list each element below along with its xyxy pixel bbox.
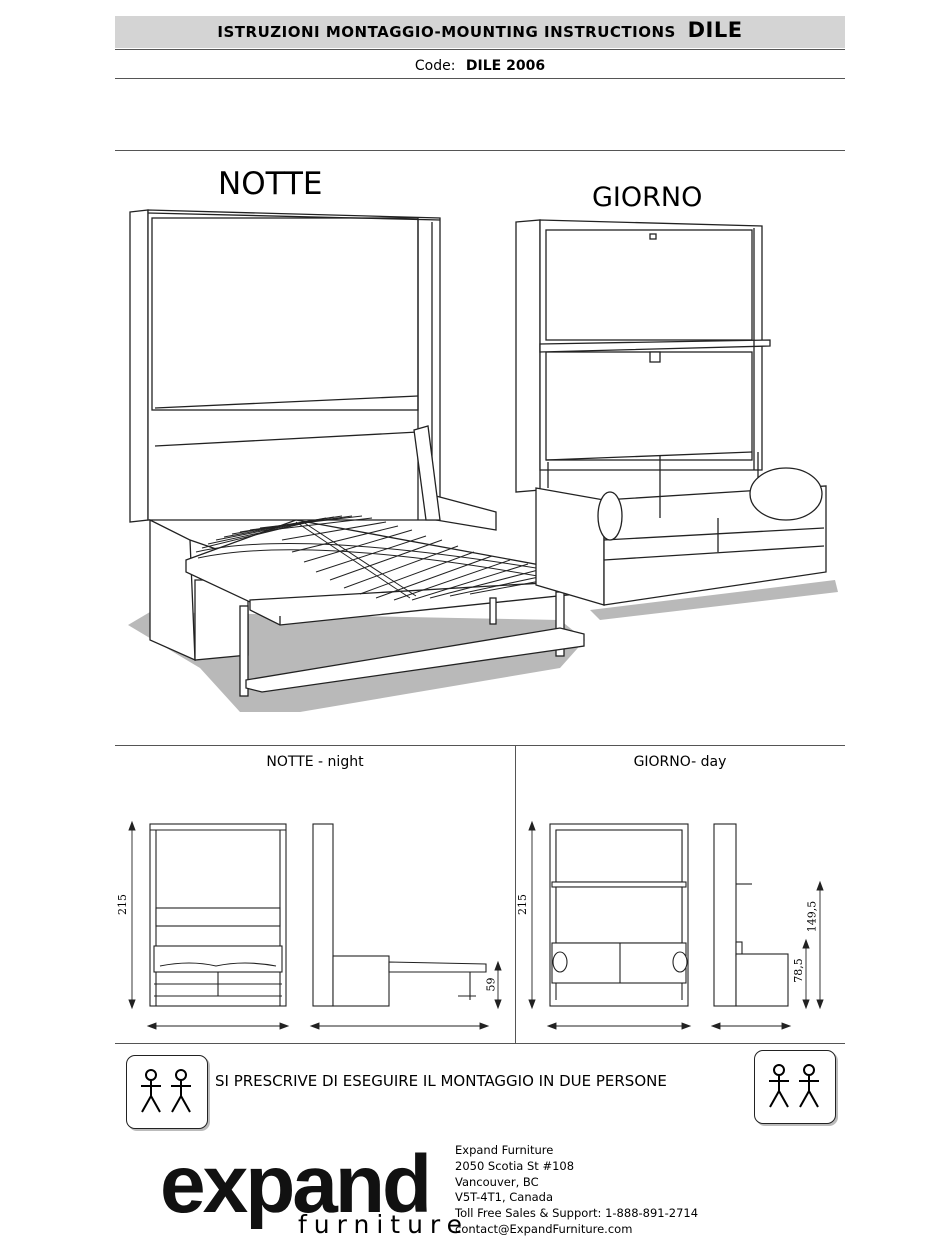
logo-subtitle: furniture [298,1210,470,1239]
company-city: Vancouver, BC [455,1174,539,1189]
two-people-icon [754,1050,836,1124]
two-person-notice: SI PRESCRIVE DI ESEGUIRE IL MONTAGGIO IN… [215,1072,667,1090]
night-mode-label: NOTTE [218,166,323,202]
night-front-view [149,823,287,1007]
title-text: ISTRUZIONI MONTAGGIO-MOUNTING INSTRUCTIO… [217,23,676,41]
company-name: Expand Furniture [455,1143,554,1157]
day-height-dimension: 215 [516,894,529,915]
divider [115,78,845,79]
divider [115,49,845,50]
day-front-view [549,823,689,1007]
document-title: ISTRUZIONI MONTAGGIO-MOUNTING INSTRUCTIO… [115,18,845,42]
day-floor-shadow [590,580,838,620]
logo-wordmark: expand [160,1139,429,1230]
company-email[interactable]: contact@ExpandFurniture.com [455,1221,633,1236]
company-info: Expand Furniture 2050 Scotia St #108 Van… [455,1143,698,1238]
code-value: DILE 2006 [465,58,546,74]
two-people-icon [126,1055,208,1129]
company-phone[interactable]: Toll Free Sales & Support: 1-888-891-271… [455,1206,699,1221]
night-side-view [312,823,487,1007]
night-view-title: NOTTE - night [266,754,364,770]
night-unit-drawing [129,209,601,697]
two-people-icon [769,1064,819,1108]
dimension-lines [128,820,824,1030]
company-street: 2050 Scotia St #108 [455,1158,575,1173]
night-bed-slats [195,515,579,601]
code-label: Code: [414,58,456,74]
divider [115,745,845,746]
night-height-dimension: 215 [116,894,129,915]
header-band [115,16,845,48]
product-code: Code: DILE 2006 [115,58,845,74]
model-name: DILE [687,18,743,42]
day-view-title: GIORNO- day [633,754,727,770]
day-mode-label: GIORNO [592,182,703,213]
vertical-divider [515,745,516,1043]
day-side-view [713,823,789,1007]
day-shelf-height-dimension: 149,5 [805,900,819,933]
company-postal: V5T-4T1, Canada [455,1190,554,1205]
divider [115,150,845,151]
day-seat-height-dimension: 78,5 [791,958,805,983]
divider [115,1043,845,1044]
expand-furniture-logo: expand [160,1139,432,1230]
day-unit-drawing [515,219,827,606]
night-bed-height-dimension: 59 [484,977,498,992]
two-people-icon [141,1069,191,1113]
